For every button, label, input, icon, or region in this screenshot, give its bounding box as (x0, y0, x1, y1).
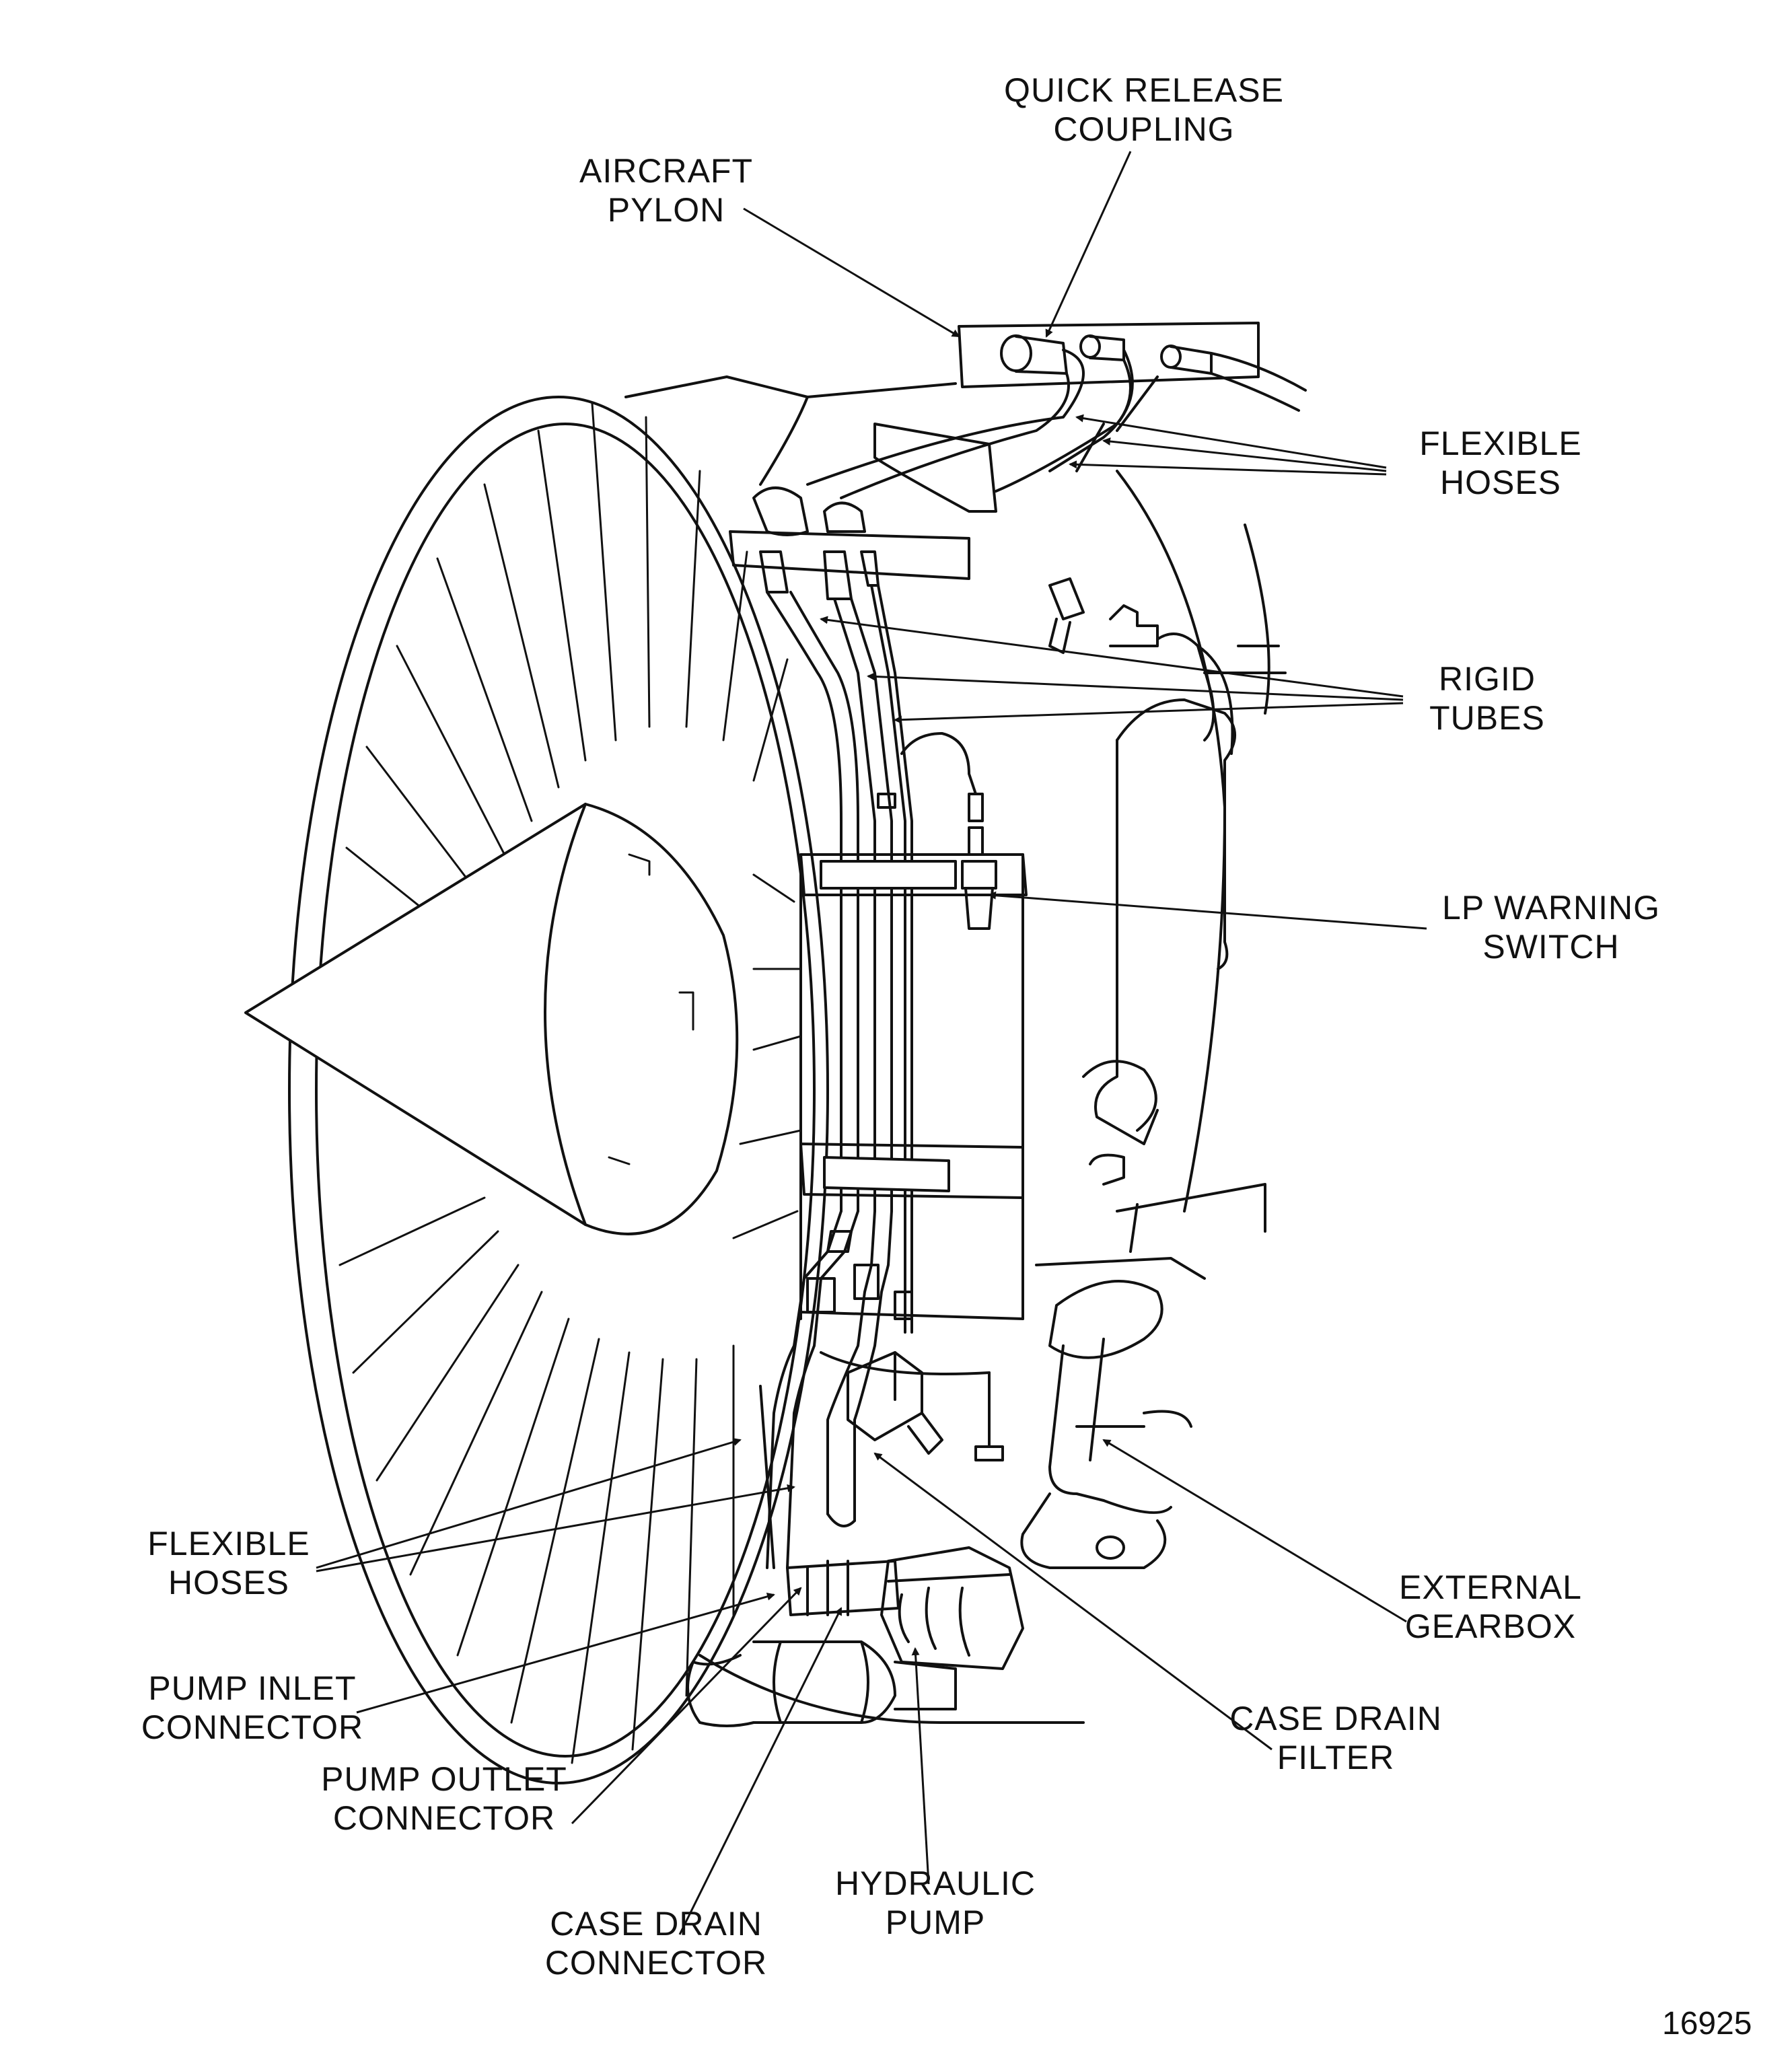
upper-bracket (729, 530, 970, 580)
lp-warning-switch (900, 732, 997, 930)
leader-pump-inlet (356, 1592, 775, 1714)
leader-flexible-hoses-top-2 (1102, 437, 1387, 472)
aircraft-pylon-plate (958, 322, 1260, 388)
leader-flexible-hoses-bottom-2 (316, 1484, 795, 1572)
leader-case-drain-connector (678, 1607, 843, 1935)
rigid-tubes (759, 550, 913, 1213)
leader-flexible-hoses-top-3 (1069, 460, 1387, 476)
leader-aircraft-pylon (743, 207, 960, 338)
case-drain-filter-block (847, 1351, 943, 1455)
leader-case-drain-filter (873, 1452, 1273, 1751)
hydraulic-pump (686, 1546, 1024, 1727)
leader-external-gearbox (1102, 1439, 1407, 1623)
quick-release-couplings (1000, 334, 1307, 412)
leader-rigid-tubes-2 (867, 672, 1404, 701)
leader-flexible-hoses-top-1 (1075, 414, 1387, 469)
spinner-cone (244, 803, 739, 1235)
fan-blades (338, 402, 802, 1764)
leader-flexible-hoses-bottom-1 (316, 1438, 742, 1569)
leader-hydraulic-pump (911, 1647, 930, 1885)
leader-rigid-tubes-3 (894, 702, 1404, 724)
leader-quick-release (1045, 151, 1132, 338)
lower-clamp (799, 1143, 1024, 1199)
leader-lines (316, 151, 1427, 1935)
inlet-fitting (1048, 577, 1159, 654)
leader-lp-warning (988, 891, 1427, 930)
top-flexible-hoses (752, 349, 1159, 536)
leader-pump-outlet (571, 1587, 802, 1825)
lower-flexible-hoses (759, 1210, 913, 1569)
leader-rigid-tubes-1 (820, 616, 1404, 698)
mid-clamp (799, 853, 1028, 896)
figure-number: 16925 (1662, 2006, 1752, 2041)
fan-inlet-ring (288, 396, 829, 1784)
